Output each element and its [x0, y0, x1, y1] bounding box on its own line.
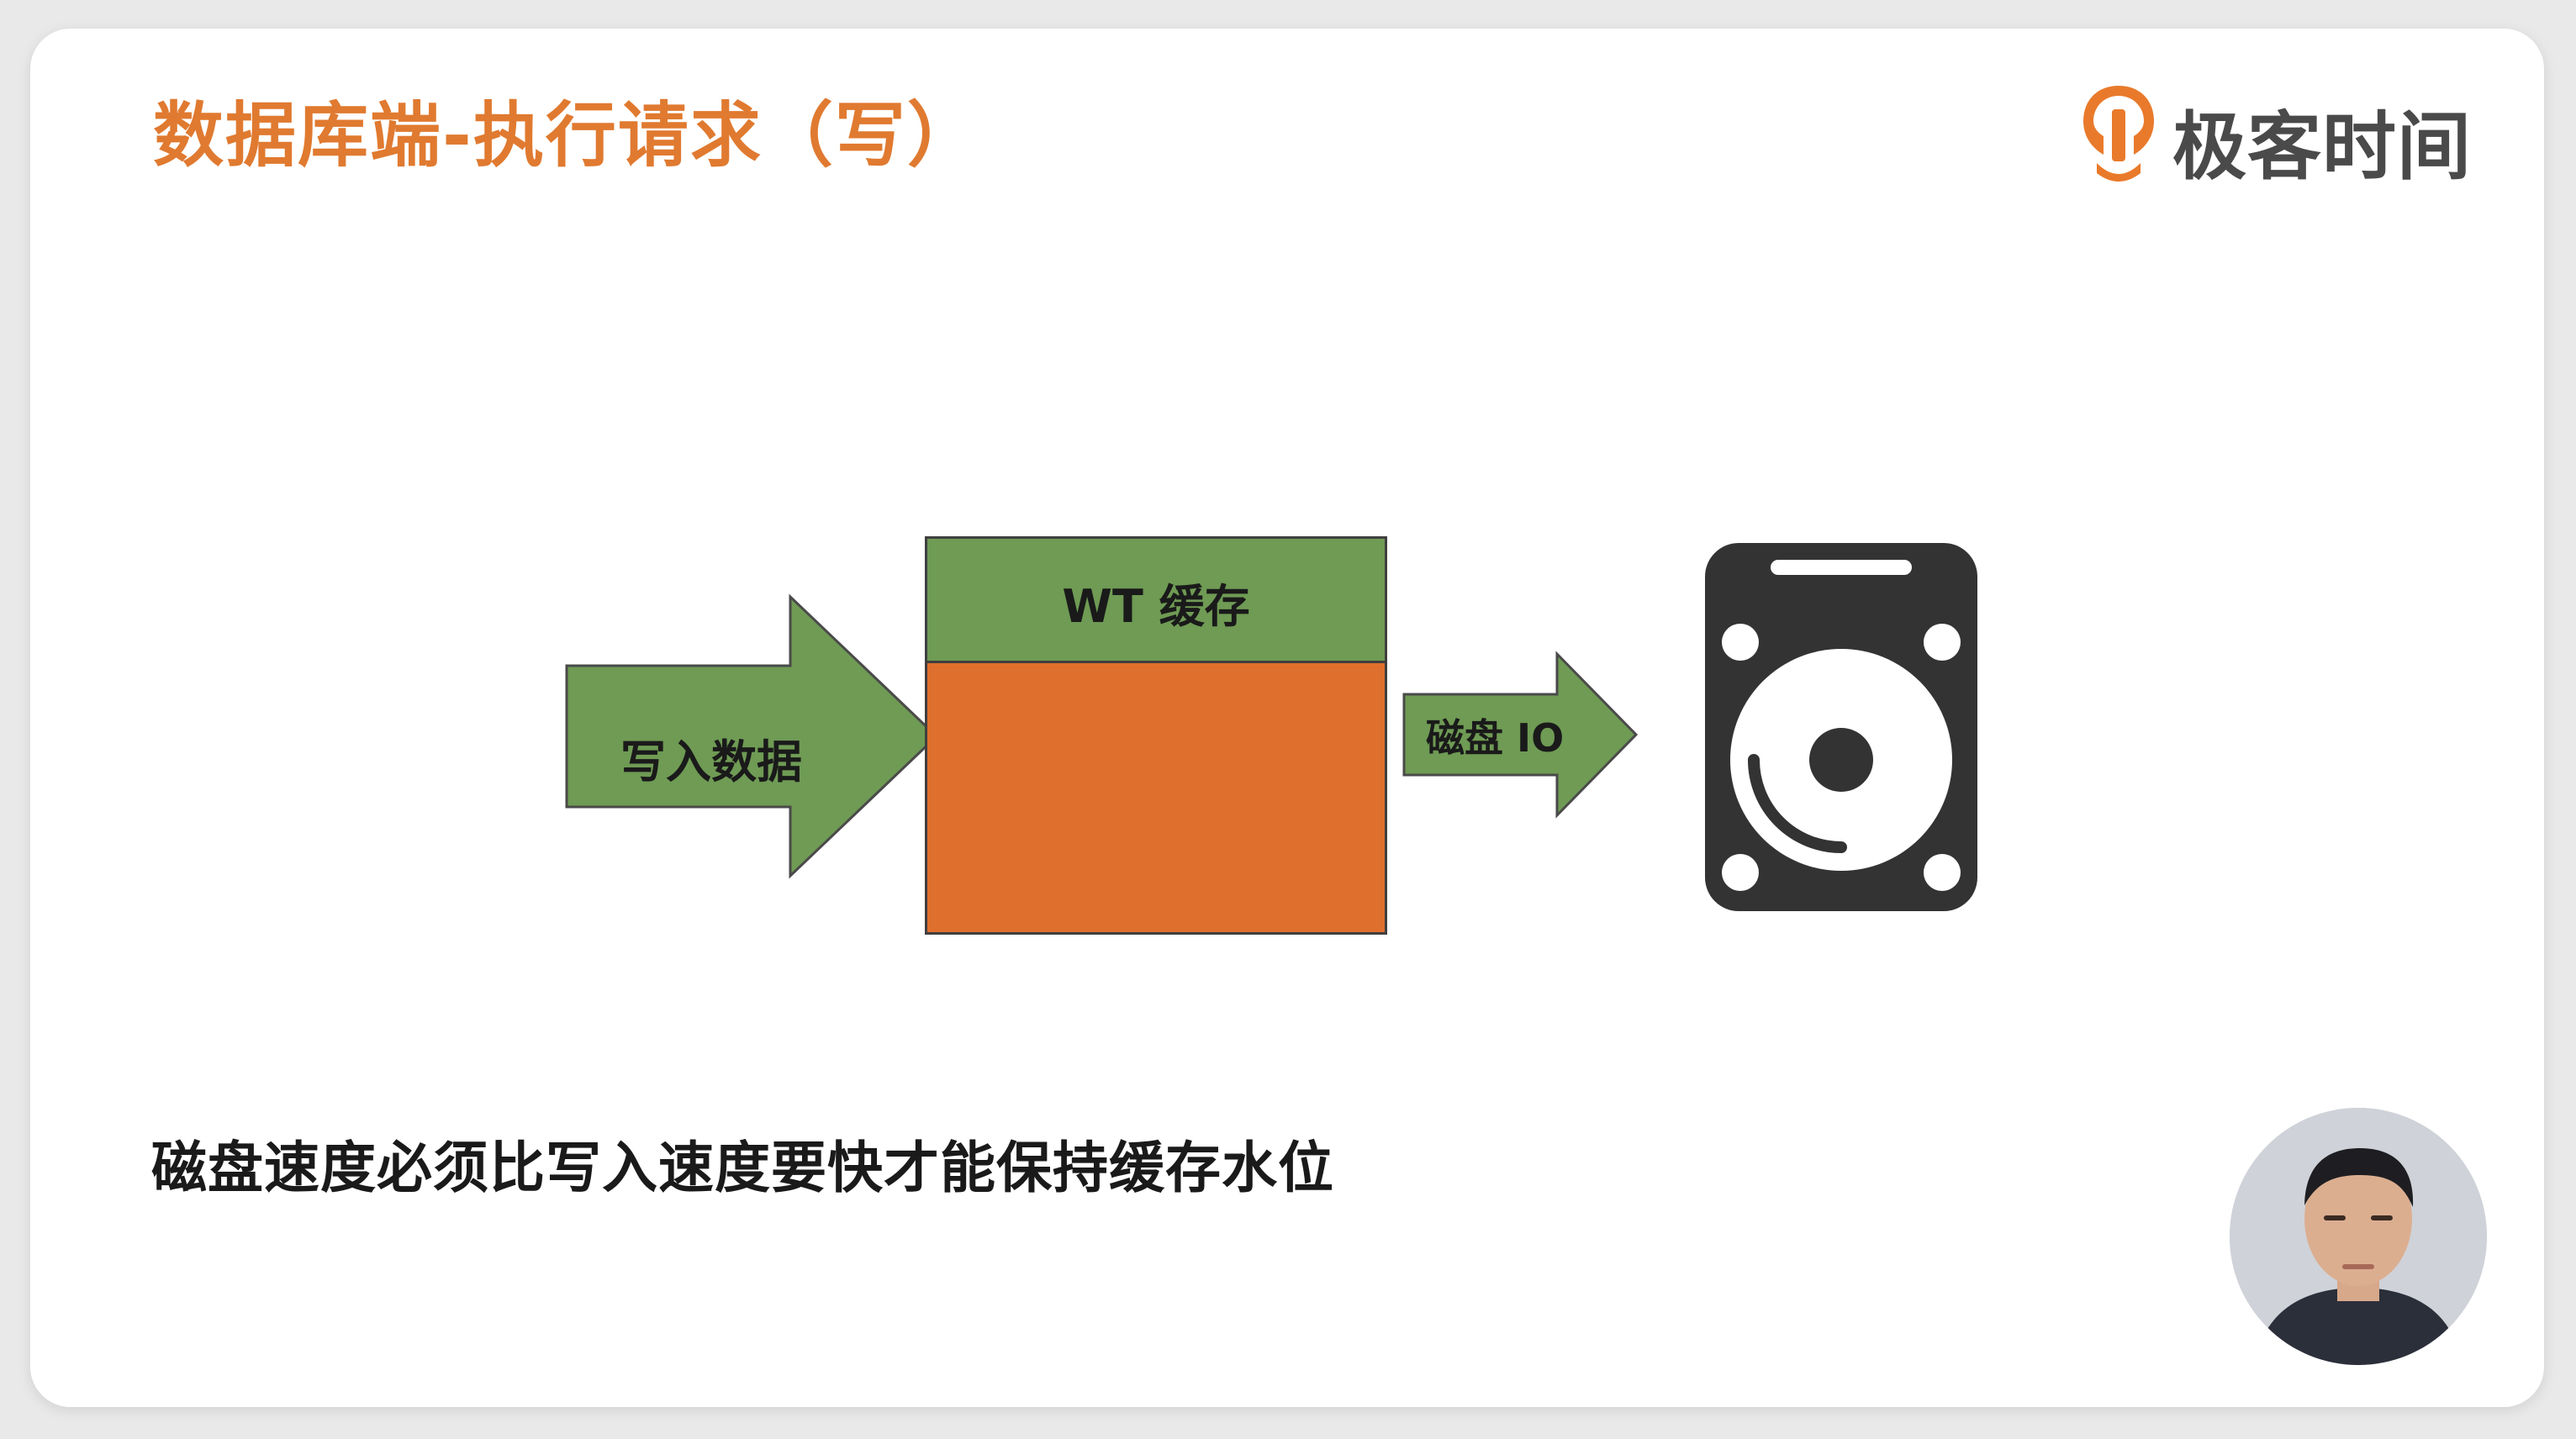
wt-cache-label: WT 缓存 — [1062, 580, 1250, 633]
disk-io-label: 磁盘 IO — [1426, 715, 1565, 761]
wt-cache-header: WT 缓存 — [927, 539, 1385, 663]
write-data-label: 写入数据 — [620, 735, 802, 788]
geektime-logo-icon — [2083, 86, 2154, 182]
write-data-arrow — [565, 593, 939, 879]
presenter-video-avatar — [2230, 1108, 2487, 1365]
wt-cache-fill — [927, 663, 1385, 932]
slide-caption: 磁盘速度必须比写入速度要快才能保持缓存水位 — [151, 1136, 1334, 1200]
presenter-figure-icon — [2230, 1108, 2487, 1365]
brand-name: 极客时间 — [2172, 103, 2473, 190]
hard-disk-icon — [1705, 543, 1977, 911]
disk-io-arrow — [1402, 651, 1639, 819]
slide-title: 数据库端-执行请求（写） — [153, 94, 979, 177]
brand: 极客时间 — [2078, 54, 2515, 190]
wt-cache-box: WT 缓存 — [925, 536, 1387, 935]
slide-canvas: 数据库端-执行请求（写） 极客时间 写入数据 WT 缓存 磁盘 IO 磁盘速度必… — [30, 29, 2544, 1407]
